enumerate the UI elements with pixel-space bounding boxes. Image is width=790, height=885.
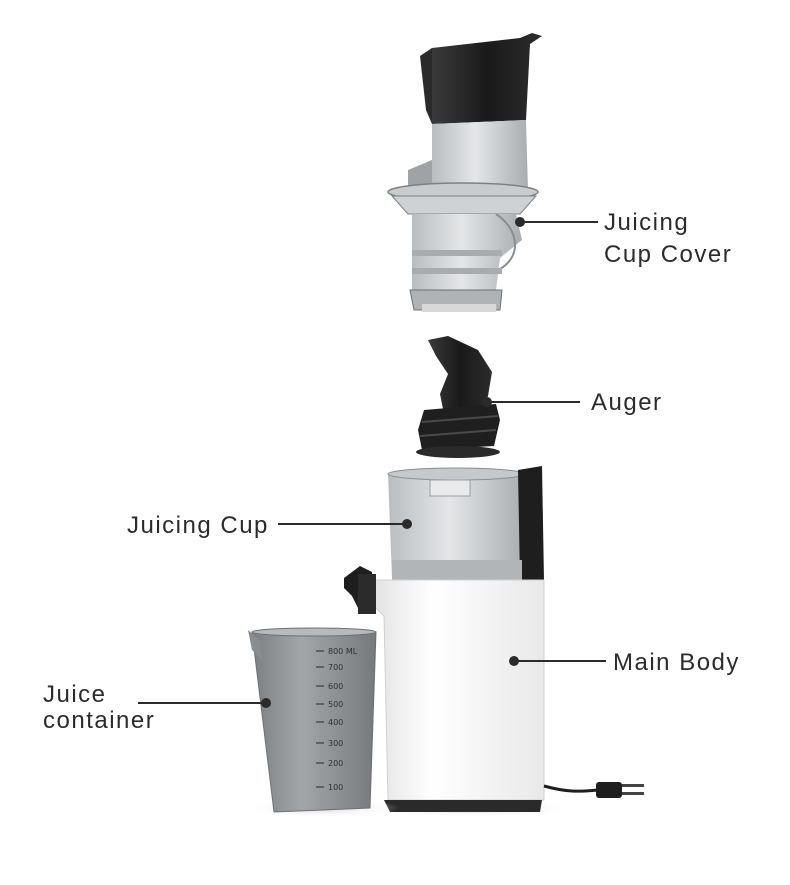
label-juice-container-line2: container xyxy=(43,707,156,734)
juicing-cup-cover xyxy=(387,33,542,312)
leader-dot-cup-cover xyxy=(515,217,525,227)
scale-mark-label: 800 ML xyxy=(328,647,358,656)
label-juicing-cup-cover: Juicing Cup Cover xyxy=(604,210,732,268)
leader-dot-juice-container xyxy=(261,698,271,708)
scale-mark-label: 200 xyxy=(328,759,343,768)
label-juicing-cup-cover-line1: Juicing xyxy=(604,209,690,236)
label-juice-container: Juice container xyxy=(43,682,155,734)
leader-lines xyxy=(138,217,606,708)
leader-dot-juicing-cup xyxy=(402,519,412,529)
label-juice-container-line1: Juice xyxy=(43,681,107,708)
scale-mark-label: 100 xyxy=(328,783,343,792)
label-auger: Auger xyxy=(591,389,663,416)
scale-mark-label: 300 xyxy=(328,739,343,748)
leader-dot-auger xyxy=(482,397,492,407)
label-juicing-cup-cover-line2: Cup Cover xyxy=(604,241,733,268)
label-juicing-cup: Juicing Cup xyxy=(127,512,269,539)
label-main-body: Main Body xyxy=(613,649,740,676)
main-body xyxy=(344,566,644,818)
auger xyxy=(416,336,500,458)
measuring-scale: 800 ML 700 600 500 400 300 200 100 xyxy=(316,647,358,792)
leader-dot-main-body xyxy=(509,656,519,666)
juice-container: 800 ML 700 600 500 400 300 200 100 xyxy=(240,627,400,818)
scale-mark-label: 500 xyxy=(328,700,343,709)
scale-mark-label: 600 xyxy=(328,682,343,691)
scale-mark-label: 700 xyxy=(328,663,343,672)
juicing-cup xyxy=(387,466,544,582)
scale-mark-label: 400 xyxy=(328,718,343,727)
